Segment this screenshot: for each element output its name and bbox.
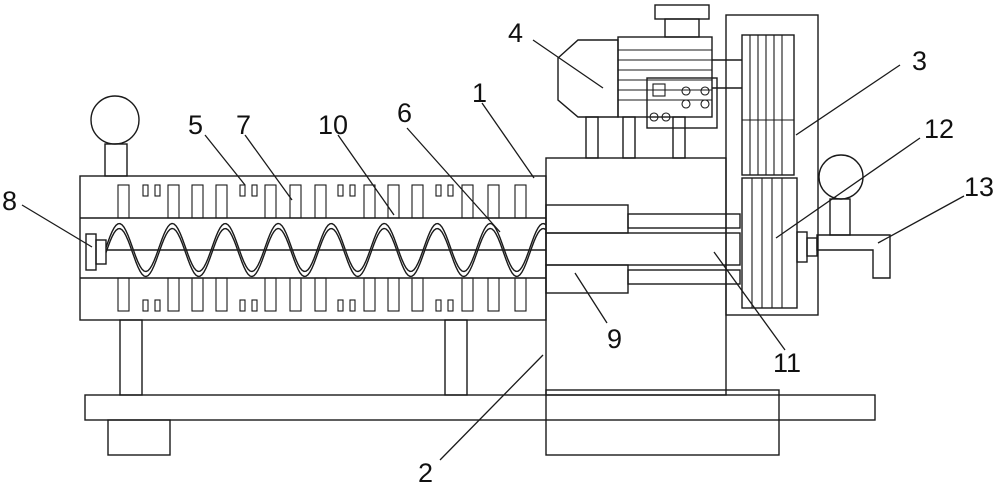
leader-lines [21,39,965,461]
label-5: 5 [188,110,203,140]
drive-shafts [545,213,741,285]
label-12: 12 [924,114,954,144]
right-gauge-outlet [816,154,891,279]
left-end-nozzle [85,233,107,271]
label-9: 9 [607,324,622,354]
label-4: 4 [508,18,523,48]
part-labels: 1 2 3 4 5 6 7 8 9 10 11 12 13 [2,18,994,488]
gearbox-housing [545,157,780,456]
label-3: 3 [912,46,927,76]
label-10: 10 [318,110,348,140]
control-panel [646,77,718,129]
barrel-support-legs [119,319,468,396]
label-6: 6 [397,98,412,128]
label-2: 2 [418,458,433,488]
upper-ribs [117,184,527,219]
belt-housing-frame [725,14,819,316]
left-pressure-gauge [90,95,140,177]
lower-ribs [117,277,527,312]
label-13: 13 [964,172,994,202]
label-7: 7 [236,110,251,140]
screw-shaft [105,222,547,278]
pulley [741,177,818,309]
label-8: 8 [2,186,17,216]
label-11: 11 [773,348,801,378]
motor [557,4,742,159]
label-1: 1 [472,78,487,108]
base-frame [84,394,876,456]
